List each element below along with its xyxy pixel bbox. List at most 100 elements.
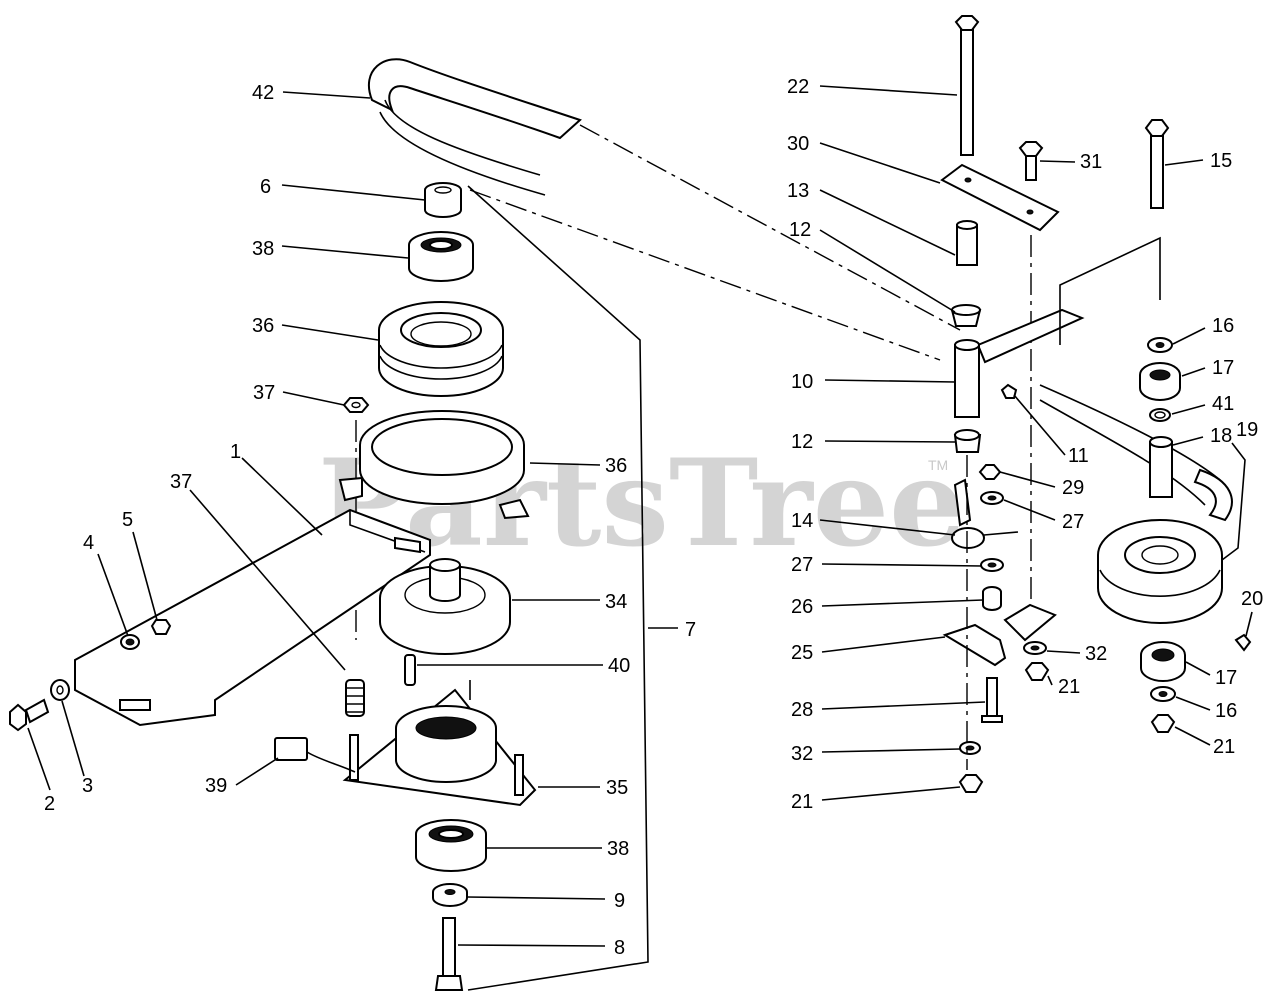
callout-32-right: 32 <box>1085 643 1107 665</box>
callout-21-far-right: 21 <box>1213 736 1235 758</box>
callout-41: 41 <box>1212 393 1234 415</box>
part-bearing-17-top <box>1139 362 1181 401</box>
part-washer-4 <box>120 634 140 650</box>
callout-30: 30 <box>787 133 809 155</box>
part-brake-ring-36 <box>338 410 530 520</box>
callout-39: 39 <box>205 775 227 797</box>
callout-28: 28 <box>791 699 813 721</box>
part-pulley-19 <box>1097 519 1223 624</box>
callout-17-bottom: 17 <box>1215 667 1237 689</box>
callout-19: 19 <box>1236 419 1258 441</box>
callout-3: 3 <box>82 775 93 797</box>
part-sleeve-10 <box>954 339 980 418</box>
part-spacer-6 <box>424 182 462 218</box>
part-spring-37 <box>345 679 365 717</box>
callout-21-bottom: 21 <box>791 791 813 813</box>
callout-38-bottom: 38 <box>607 838 629 860</box>
callout-26: 26 <box>791 596 813 618</box>
callout-37-spring: 37 <box>170 471 192 493</box>
part-nut-5 <box>150 619 172 635</box>
part-washer-27-bottom <box>980 558 1004 572</box>
part-connector-39 <box>274 737 356 773</box>
callout-labels: 42 6 38 36 37 1 37 36 4 5 34 40 7 2 3 39… <box>44 76 1263 959</box>
callout-12-top: 12 <box>789 219 811 241</box>
part-washer-16-top <box>1147 337 1173 353</box>
part-washer-9 <box>432 883 468 907</box>
part-torsion-spring-14 <box>951 478 1019 549</box>
callout-31: 31 <box>1080 151 1102 173</box>
callout-34: 34 <box>605 591 627 613</box>
callout-17-top: 17 <box>1212 357 1234 379</box>
callout-25: 25 <box>791 642 813 664</box>
part-bolt-8 <box>434 917 464 991</box>
callout-1: 1 <box>230 441 241 463</box>
part-washer-3 <box>50 679 70 701</box>
part-nut-21-far-right <box>1150 714 1176 733</box>
part-nut-21-right <box>1024 662 1050 681</box>
part-clutch-34 <box>379 558 511 655</box>
callout-14: 14 <box>791 510 813 532</box>
callout-32-bottom: 32 <box>791 743 813 765</box>
callout-29: 29 <box>1062 477 1084 499</box>
callout-6: 6 <box>260 176 271 198</box>
callout-16-top: 16 <box>1212 315 1234 337</box>
callout-37-nut: 37 <box>253 382 275 404</box>
callout-15: 15 <box>1210 150 1232 172</box>
callout-8: 8 <box>614 937 625 959</box>
callout-21-right: 21 <box>1058 676 1080 698</box>
part-nut-21-bottom <box>958 774 984 793</box>
part-plate-30 <box>940 163 1060 232</box>
part-fitting-11 <box>1000 383 1018 399</box>
callout-22: 22 <box>787 76 809 98</box>
part-bolt-22 <box>954 15 980 156</box>
part-washer-27-top <box>980 491 1004 505</box>
callout-36-pulley: 36 <box>252 315 274 337</box>
callout-18: 18 <box>1210 425 1232 447</box>
leader-lines <box>27 85 1253 947</box>
part-spacer-13 <box>956 220 978 266</box>
callout-7: 7 <box>685 619 696 641</box>
callout-16-bottom: 16 <box>1215 700 1237 722</box>
callout-5: 5 <box>122 509 133 531</box>
callout-4: 4 <box>83 532 94 554</box>
callout-27-top: 27 <box>1062 511 1084 533</box>
part-bolt-31 <box>1018 141 1044 610</box>
part-bracket-25 <box>942 603 1057 667</box>
watermark-trademark: TM <box>928 457 948 473</box>
part-bushing-12-top <box>950 304 982 327</box>
callout-38-top: 38 <box>252 238 274 260</box>
callout-11: 11 <box>1068 445 1089 467</box>
callout-27-bottom: 27 <box>791 554 813 576</box>
part-washer-32-right <box>1023 641 1047 655</box>
callout-10: 10 <box>791 371 813 393</box>
part-bearing-17-bottom <box>1140 641 1186 682</box>
part-washer-16-bottom <box>1150 686 1176 702</box>
part-bolt-28 <box>981 677 1003 723</box>
callout-40: 40 <box>608 655 630 677</box>
part-spacer-26 <box>982 586 1002 611</box>
part-shaft-18 <box>1149 436 1173 498</box>
bracket-7-line <box>467 185 649 991</box>
callout-9: 9 <box>614 890 625 912</box>
part-nut-29 <box>978 464 1002 480</box>
callout-12-bottom: 12 <box>791 431 813 453</box>
part-drive-belt <box>367 58 1233 522</box>
part-pin-40 <box>404 654 416 686</box>
part-bushing-12-bottom <box>953 429 982 453</box>
callout-2: 2 <box>44 793 55 815</box>
callout-42: 42 <box>252 82 274 104</box>
part-field-coil-35 <box>342 680 537 807</box>
part-mounting-bracket-1 <box>74 508 431 727</box>
part-fitting-20 <box>1234 633 1252 652</box>
callout-36-ring: 36 <box>605 455 627 477</box>
part-idler-arm <box>976 236 1161 364</box>
part-bolt-2 <box>9 698 50 732</box>
part-bearing-38-top <box>408 231 474 282</box>
callout-20: 20 <box>1241 588 1263 610</box>
callout-13: 13 <box>787 180 809 202</box>
part-washer-41 <box>1149 408 1171 422</box>
part-pulley-36 <box>378 301 504 397</box>
part-washer-32-bottom <box>959 741 981 755</box>
part-bearing-38-bottom <box>415 819 487 872</box>
